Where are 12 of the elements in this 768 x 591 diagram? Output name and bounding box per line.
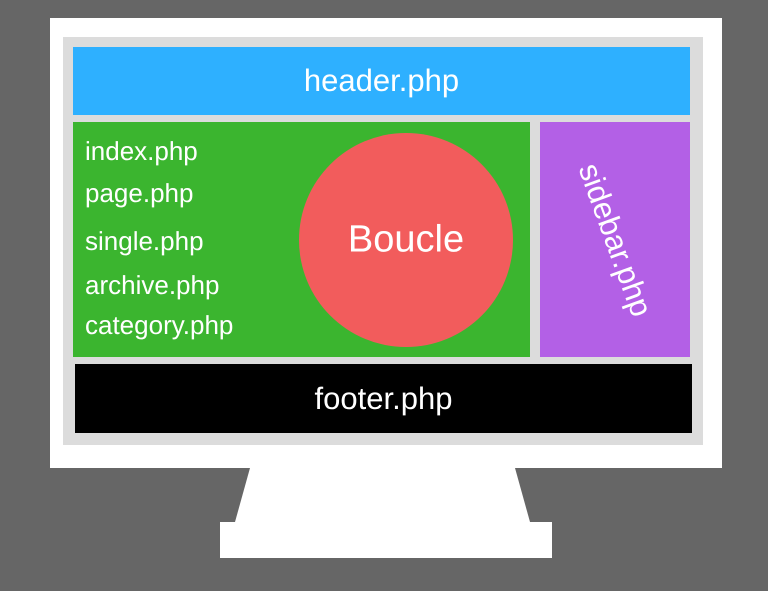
file-name: index.php [85, 136, 198, 167]
content-area [73, 122, 530, 357]
file-name: single.php [85, 226, 204, 257]
sidebar-panel [540, 122, 690, 357]
file-name: category.php [85, 310, 234, 341]
file-name: archive.php [85, 270, 220, 301]
file-name: header.php [304, 63, 460, 99]
file-name: page.php [85, 178, 194, 209]
footer-bar [75, 364, 692, 433]
file-name: footer.php [314, 380, 452, 416]
file-name: Boucle [348, 218, 464, 262]
header-bar [73, 47, 690, 115]
